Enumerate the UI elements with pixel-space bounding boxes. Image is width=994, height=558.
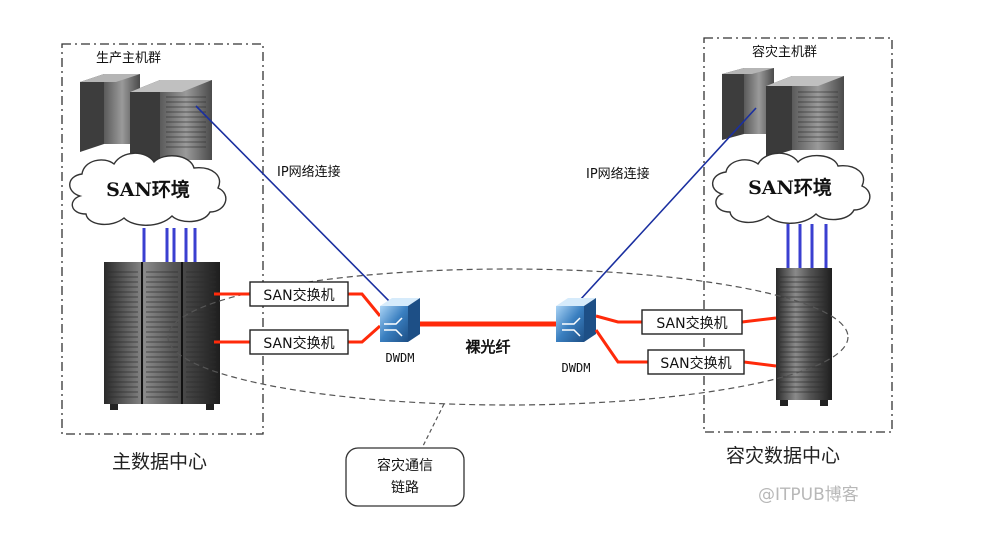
dr-ip-link [579,107,757,301]
dr-san-cloud-label: SAN环境 [748,176,832,199]
dr-fc-links [594,314,777,368]
dr-ip-link-label: IP网络连接 [586,166,650,182]
dr-dwdm-label: DWDM [562,361,591,375]
primary-data-center: 生产主机群 SAN环境 [61,43,264,473]
primary-san-switch-1-label: SAN交换机 [263,287,334,304]
primary-san-cables [142,228,197,262]
dr-host-cluster-icon [722,68,844,158]
dr-san-switch-1: SAN交换机 [641,309,743,335]
dr-san-switch-2: SAN交换机 [647,349,745,375]
callout-pointer [419,403,445,453]
dr-host-cluster-label: 容灾主机群 [752,44,817,60]
primary-dwdm-label: DWDM [386,351,415,365]
dr-san-switch-2-label: SAN交换机 [660,355,731,372]
dr-link-callout: 容灾通信 链路 [345,447,465,507]
callout-line-1: 容灾通信 [377,457,433,474]
primary-san-switch-2-label: SAN交换机 [263,335,334,352]
ip-network-links [195,105,757,305]
primary-san-cloud-label: SAN环境 [106,178,190,201]
primary-dwdm-icon [380,298,420,342]
primary-storage-array-icon [104,262,220,410]
primary-ip-link-label: IP网络连接 [277,164,341,180]
primary-host-cluster-icon [80,74,212,170]
primary-site-label: 主数据中心 [112,451,207,473]
dr-san-cloud: SAN环境 [712,152,871,224]
primary-site-boundary [61,43,264,435]
dr-site-label: 容灾数据中心 [726,445,840,467]
callout-line-2: 链路 [391,480,419,496]
dr-storage-array-icon [776,268,832,406]
dr-data-center: 容灾主机群 SAN环境 容灾数据中心 [703,37,893,467]
primary-san-switch-2: SAN交换机 [249,329,349,355]
dr-san-switch-1-label: SAN交换机 [656,315,727,332]
dr-communication-link-outline [167,268,849,406]
dr-site-boundary [703,37,893,433]
primary-san-cloud: SAN环境 [69,152,227,226]
watermark: @ITPUB博客 [758,485,859,505]
primary-host-cluster-label: 生产主机群 [96,51,161,66]
dr-san-cables [786,224,828,268]
dr-dwdm-icon [556,298,596,342]
primary-ip-link [195,105,393,305]
primary-san-switch-1: SAN交换机 [249,281,349,307]
primary-fc-links [214,292,382,344]
dark-fiber-label: 裸光纤 [465,338,510,356]
